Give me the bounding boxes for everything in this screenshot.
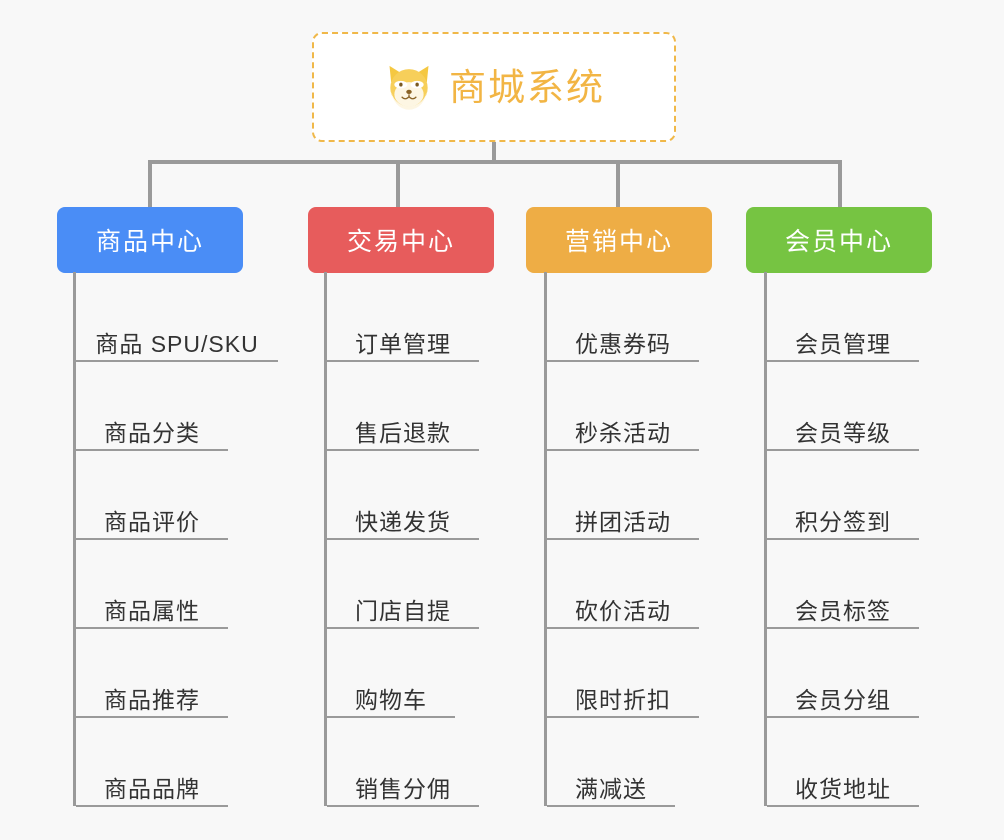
leaf-item[interactable]: 会员管理 <box>767 272 919 362</box>
leaf-item[interactable]: 会员标签 <box>767 539 919 629</box>
shiba-dog-icon <box>389 65 429 110</box>
category-label-product: 商品中心 <box>95 228 204 256</box>
leaf-label: 砍价活动 <box>575 597 671 624</box>
leaf-label: 会员等级 <box>795 419 891 446</box>
leaf-label: 商品分类 <box>104 419 200 446</box>
category-label-marketing: 营销中心 <box>564 228 673 256</box>
leaf-item[interactable]: 销售分佣 <box>327 717 479 807</box>
branch-spine-trade <box>324 272 327 806</box>
leaf-label: 会员分组 <box>795 686 891 713</box>
leaf-label: 快递发货 <box>355 508 451 535</box>
leaf-label: 售后退款 <box>355 419 451 446</box>
category-box-member[interactable]: 会员中心 <box>746 207 932 273</box>
leaf-label: 商品推荐 <box>104 686 200 713</box>
branch-spine-marketing <box>544 272 547 806</box>
leaf-label: 购物车 <box>355 686 427 713</box>
leaf-label: 订单管理 <box>355 330 451 357</box>
leaf-item[interactable]: 购物车 <box>327 628 455 718</box>
leaf-item[interactable]: 优惠券码 <box>547 272 699 362</box>
leaf-item[interactable]: 积分签到 <box>767 450 919 540</box>
leaf-label: 商品品牌 <box>104 775 200 802</box>
leaf-label: 门店自提 <box>355 597 451 624</box>
leaf-item[interactable]: 商品推荐 <box>76 628 228 718</box>
leaf-label: 收货地址 <box>795 775 891 802</box>
leaf-item[interactable]: 秒杀活动 <box>547 361 699 451</box>
category-box-marketing[interactable]: 营销中心 <box>526 207 712 273</box>
leaf-item[interactable]: 砍价活动 <box>547 539 699 629</box>
leaf-label: 积分签到 <box>795 508 891 535</box>
connector-drop-1 <box>148 160 152 207</box>
leaf-label: 商品属性 <box>104 597 200 624</box>
leaf-item[interactable]: 商品评价 <box>76 450 228 540</box>
leaf-label: 限时折扣 <box>575 686 671 713</box>
category-box-trade[interactable]: 交易中心 <box>308 207 494 273</box>
leaf-item[interactable]: 会员等级 <box>767 361 919 451</box>
leaf-item[interactable]: 快递发货 <box>327 450 479 540</box>
connector-root-stem <box>492 142 496 164</box>
category-label-trade: 交易中心 <box>346 228 455 256</box>
category-label-member: 会员中心 <box>784 228 893 256</box>
root-title: 商城系统 <box>449 66 605 108</box>
branch-spine-member <box>764 272 767 806</box>
branch-spine-product <box>73 272 76 806</box>
leaf-item[interactable]: 收货地址 <box>767 717 919 807</box>
leaf-label: 商品 SPU/SKU <box>95 330 259 357</box>
leaf-label: 拼团活动 <box>575 508 671 535</box>
leaf-item[interactable]: 商品 SPU/SKU <box>76 272 278 362</box>
leaf-item[interactable]: 订单管理 <box>327 272 479 362</box>
leaf-item[interactable]: 商品属性 <box>76 539 228 629</box>
leaf-item[interactable]: 限时折扣 <box>547 628 699 718</box>
leaf-item[interactable]: 商品品牌 <box>76 717 228 807</box>
root-node-shop-system[interactable]: 商城系统 <box>312 32 676 142</box>
connector-drop-4 <box>838 160 842 207</box>
leaf-item[interactable]: 门店自提 <box>327 539 479 629</box>
leaf-item[interactable]: 拼团活动 <box>547 450 699 540</box>
leaf-label: 会员管理 <box>795 330 891 357</box>
leaf-item[interactable]: 商品分类 <box>76 361 228 451</box>
leaf-label: 满减送 <box>575 775 647 802</box>
connector-drop-2 <box>396 160 400 207</box>
category-box-product[interactable]: 商品中心 <box>57 207 243 273</box>
leaf-label: 会员标签 <box>795 597 891 624</box>
leaf-item[interactable]: 售后退款 <box>327 361 479 451</box>
connector-drop-3 <box>616 160 620 207</box>
leaf-label: 销售分佣 <box>355 775 451 802</box>
leaf-item[interactable]: 满减送 <box>547 717 675 807</box>
leaf-label: 优惠券码 <box>575 330 671 357</box>
leaf-item[interactable]: 会员分组 <box>767 628 919 718</box>
leaf-label: 秒杀活动 <box>575 419 671 446</box>
connector-bus-bar <box>148 160 842 164</box>
leaf-label: 商品评价 <box>104 508 200 535</box>
